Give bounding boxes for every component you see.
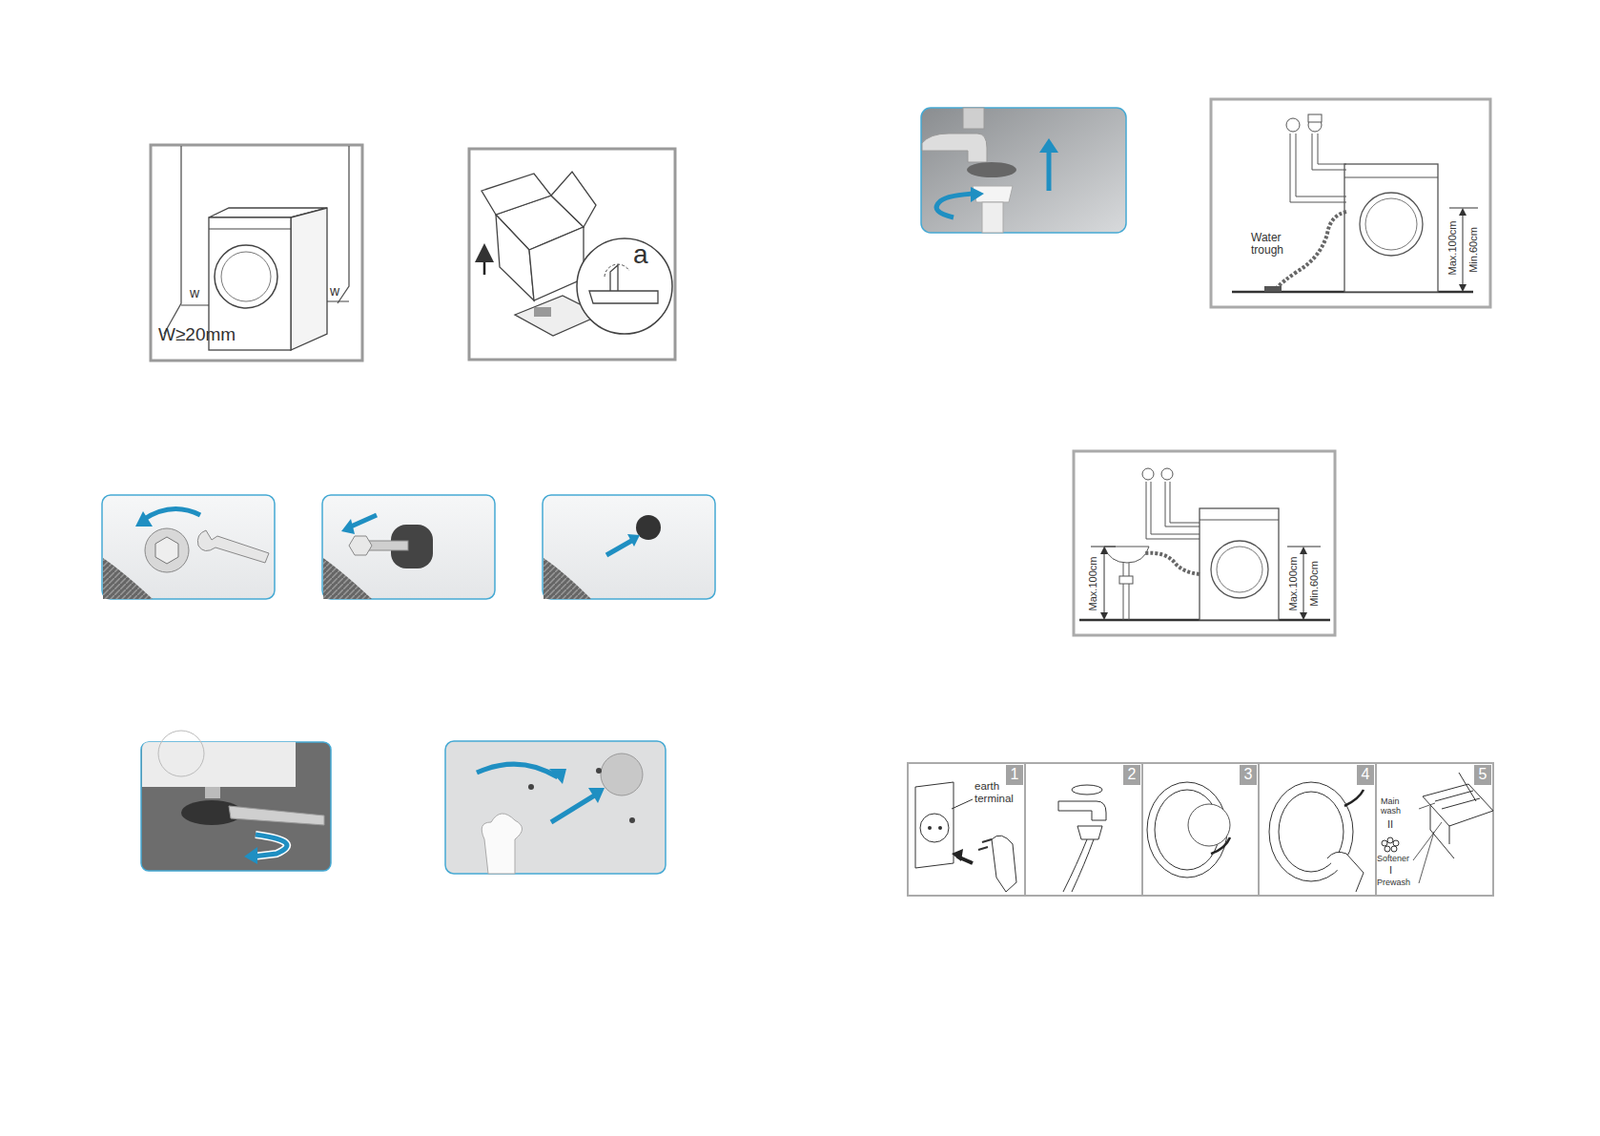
dimension-label: w xyxy=(189,286,200,301)
step-number: 2 xyxy=(1123,765,1141,783)
callout-letter: a xyxy=(633,240,649,270)
dimension-label: Min.60cm xyxy=(1467,226,1479,273)
dimension-label: Max.100cm xyxy=(1446,221,1458,276)
part-label: Water trough xyxy=(1251,231,1301,257)
operation-steps-strip xyxy=(907,762,1494,896)
packaging-panel xyxy=(469,148,676,360)
dimension-label: w xyxy=(329,284,340,299)
dimension-label: Max.100cm xyxy=(1087,556,1099,612)
levelling-foot-panel xyxy=(141,730,331,871)
tap-connection-panel xyxy=(921,107,1127,233)
transit-bolt-panels xyxy=(102,494,716,599)
compartment-label: Main wash xyxy=(1380,797,1416,817)
compartment-symbol: II xyxy=(1387,818,1394,830)
compartment-label: Softener xyxy=(1376,854,1410,864)
drain-trough-panel xyxy=(1210,99,1491,308)
compartment-symbol: I xyxy=(1389,863,1393,876)
dimension-label: Min.60cm xyxy=(1308,560,1320,607)
step-number: 4 xyxy=(1356,765,1375,783)
hole-cover-panel xyxy=(445,740,666,874)
dimension-label: Max.100cm xyxy=(1287,556,1299,612)
clearance-panel xyxy=(150,144,363,361)
step-number: 1 xyxy=(1005,765,1024,783)
part-label: earth terminal xyxy=(974,779,1030,804)
step-number: 3 xyxy=(1239,765,1257,783)
dimension-label: W≥20mm xyxy=(158,325,236,346)
compartment-label: Prewash xyxy=(1376,878,1411,888)
step-number: 5 xyxy=(1474,765,1492,783)
drain-sink-panel xyxy=(1073,451,1335,636)
